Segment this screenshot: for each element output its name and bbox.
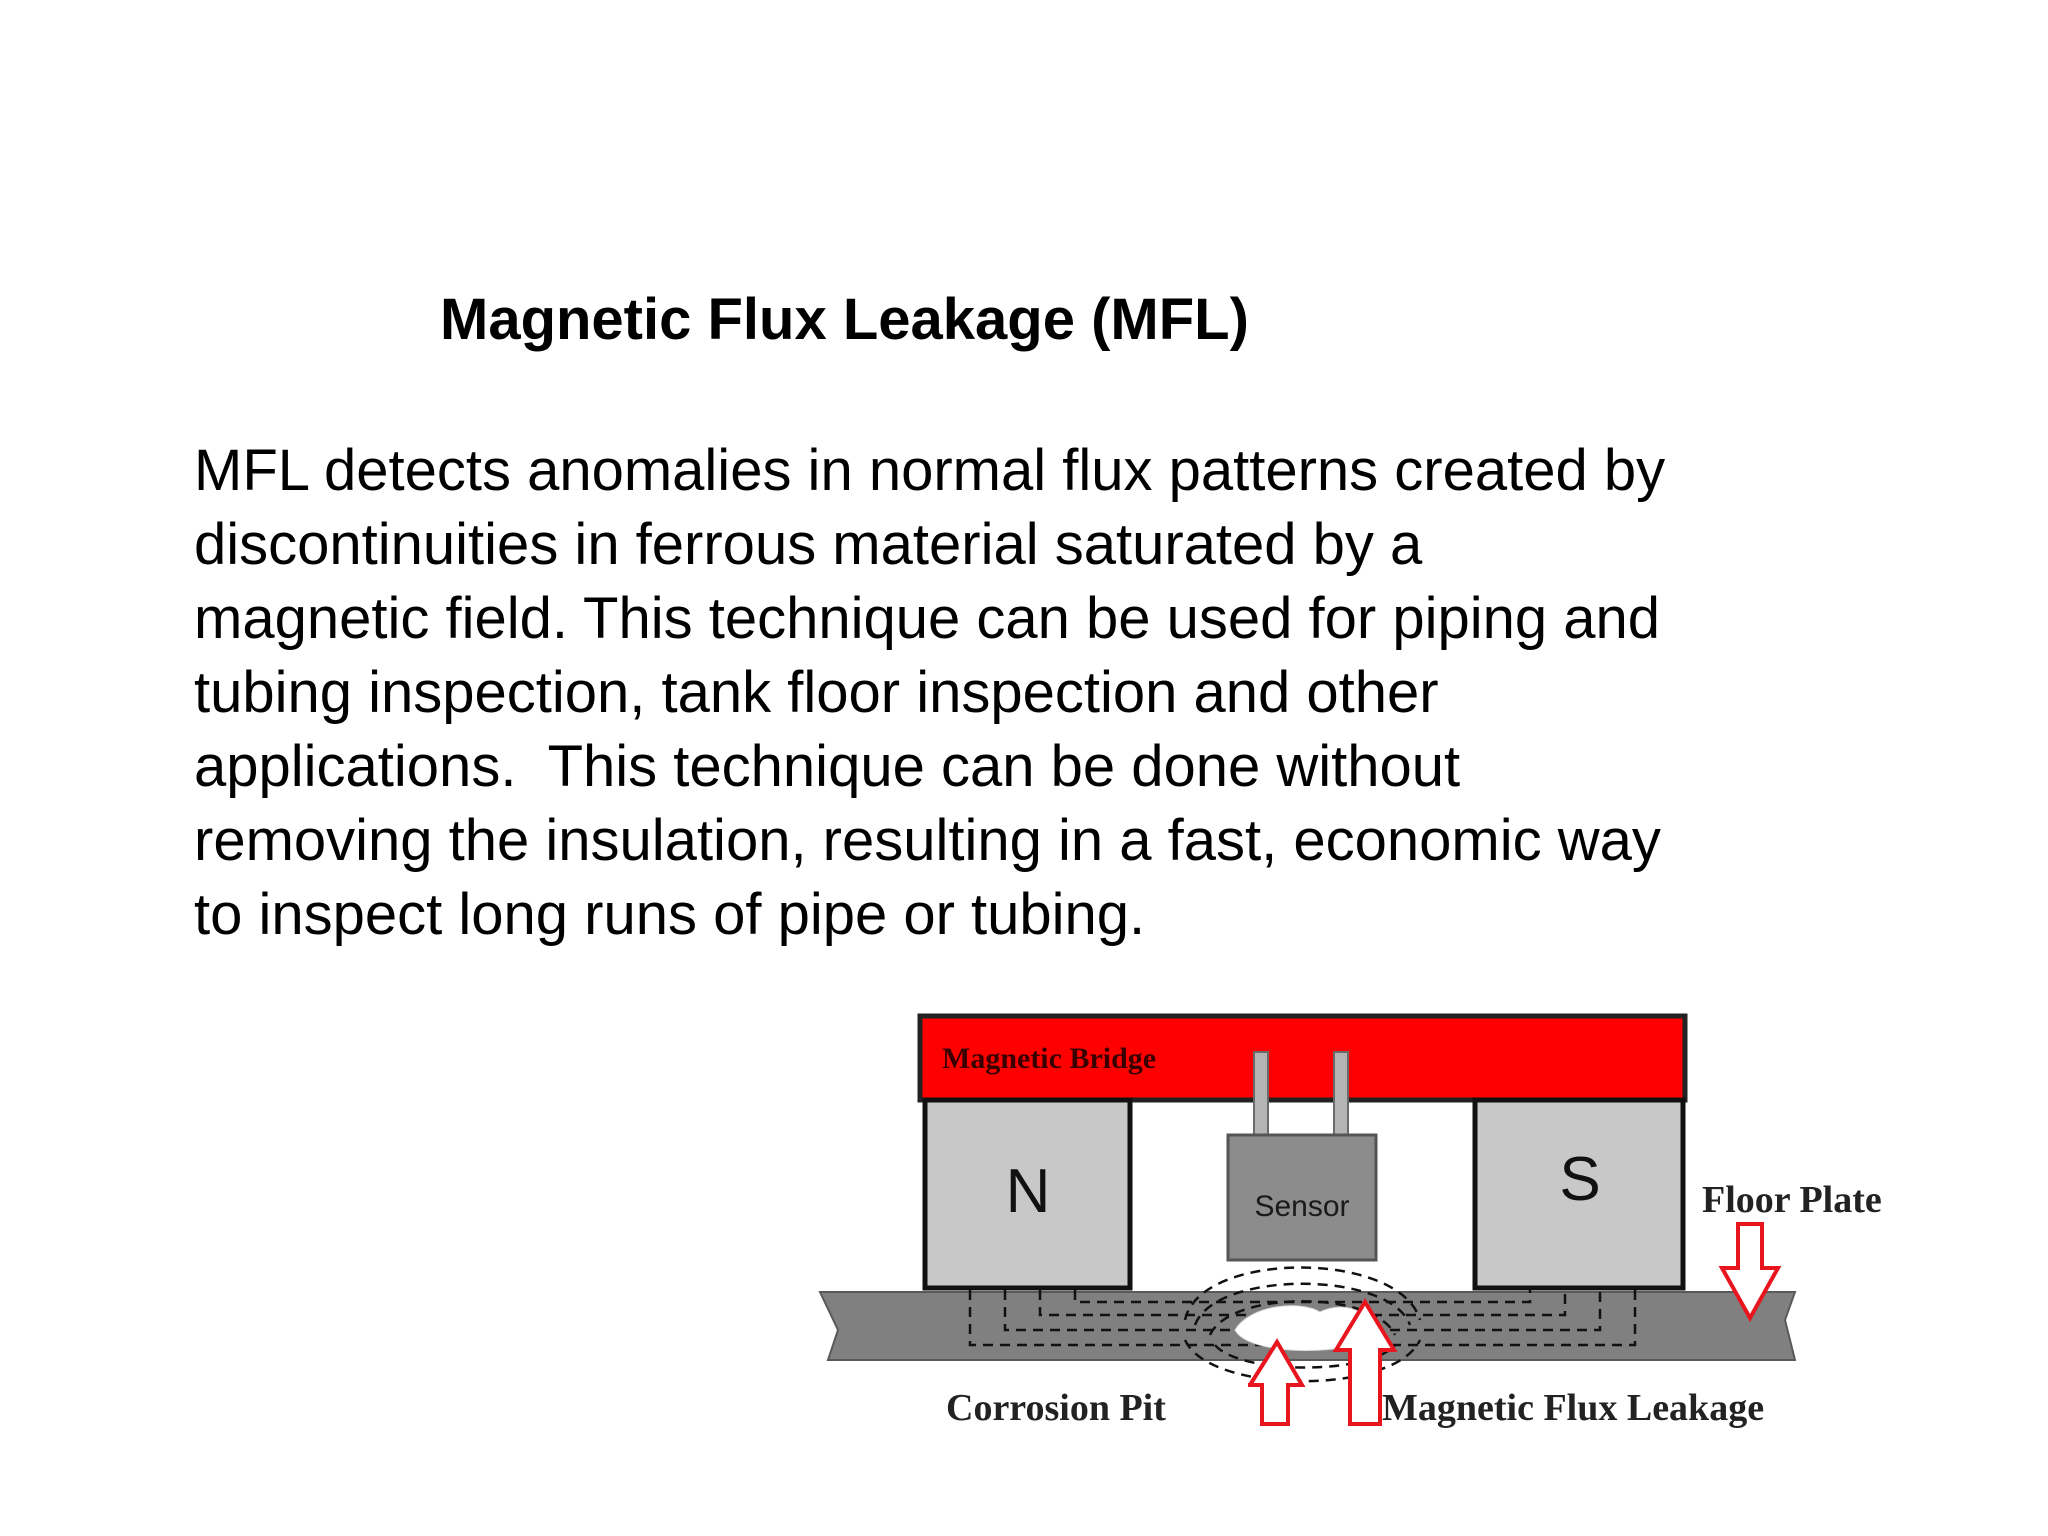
body-line-4: tubing inspection, tank floor inspection… bbox=[194, 660, 1439, 725]
body-line-1: MFL detects anomalies in normal flux pat… bbox=[194, 438, 1666, 503]
south-magnet: S bbox=[1472, 1097, 1686, 1291]
slide-body: MFL detects anomalies in normal flux pat… bbox=[194, 434, 1854, 952]
floor-plate-label: Floor Plate bbox=[1702, 1179, 1882, 1221]
body-line-5: applications. This technique can be done… bbox=[194, 734, 1461, 799]
slide-title: Magnetic Flux Leakage (MFL) bbox=[440, 287, 1249, 352]
magnetic-bridge: Magnetic Bridge bbox=[917, 1013, 1688, 1103]
north-magnet: N bbox=[922, 1097, 1133, 1291]
body-line-7: to inspect long runs of pipe or tubing. bbox=[194, 882, 1146, 947]
north-label: N bbox=[1006, 1157, 1051, 1226]
south-label: S bbox=[1559, 1145, 1600, 1214]
floor-plate-arrow-icon bbox=[1718, 1222, 1782, 1323]
bridge-label: Magnetic Bridge bbox=[942, 1042, 1156, 1075]
sensor: Sensor bbox=[1226, 1133, 1378, 1262]
sensor-label: Sensor bbox=[1254, 1190, 1349, 1223]
body-line-6: removing the insulation, resulting in a … bbox=[194, 808, 1661, 873]
body-line-3: magnetic field. This technique can be us… bbox=[194, 586, 1661, 651]
leakage-arrow-icon bbox=[1332, 1298, 1398, 1426]
sensor-legs bbox=[1253, 1051, 1349, 1137]
body-line-2: discontinuities in ferrous material satu… bbox=[194, 512, 1423, 577]
leakage-label: Magnetic Flux Leakage bbox=[1382, 1387, 1764, 1429]
corrosion-pit-arrow-icon bbox=[1248, 1338, 1306, 1426]
corrosion-pit-label: Corrosion Pit bbox=[946, 1387, 1166, 1429]
